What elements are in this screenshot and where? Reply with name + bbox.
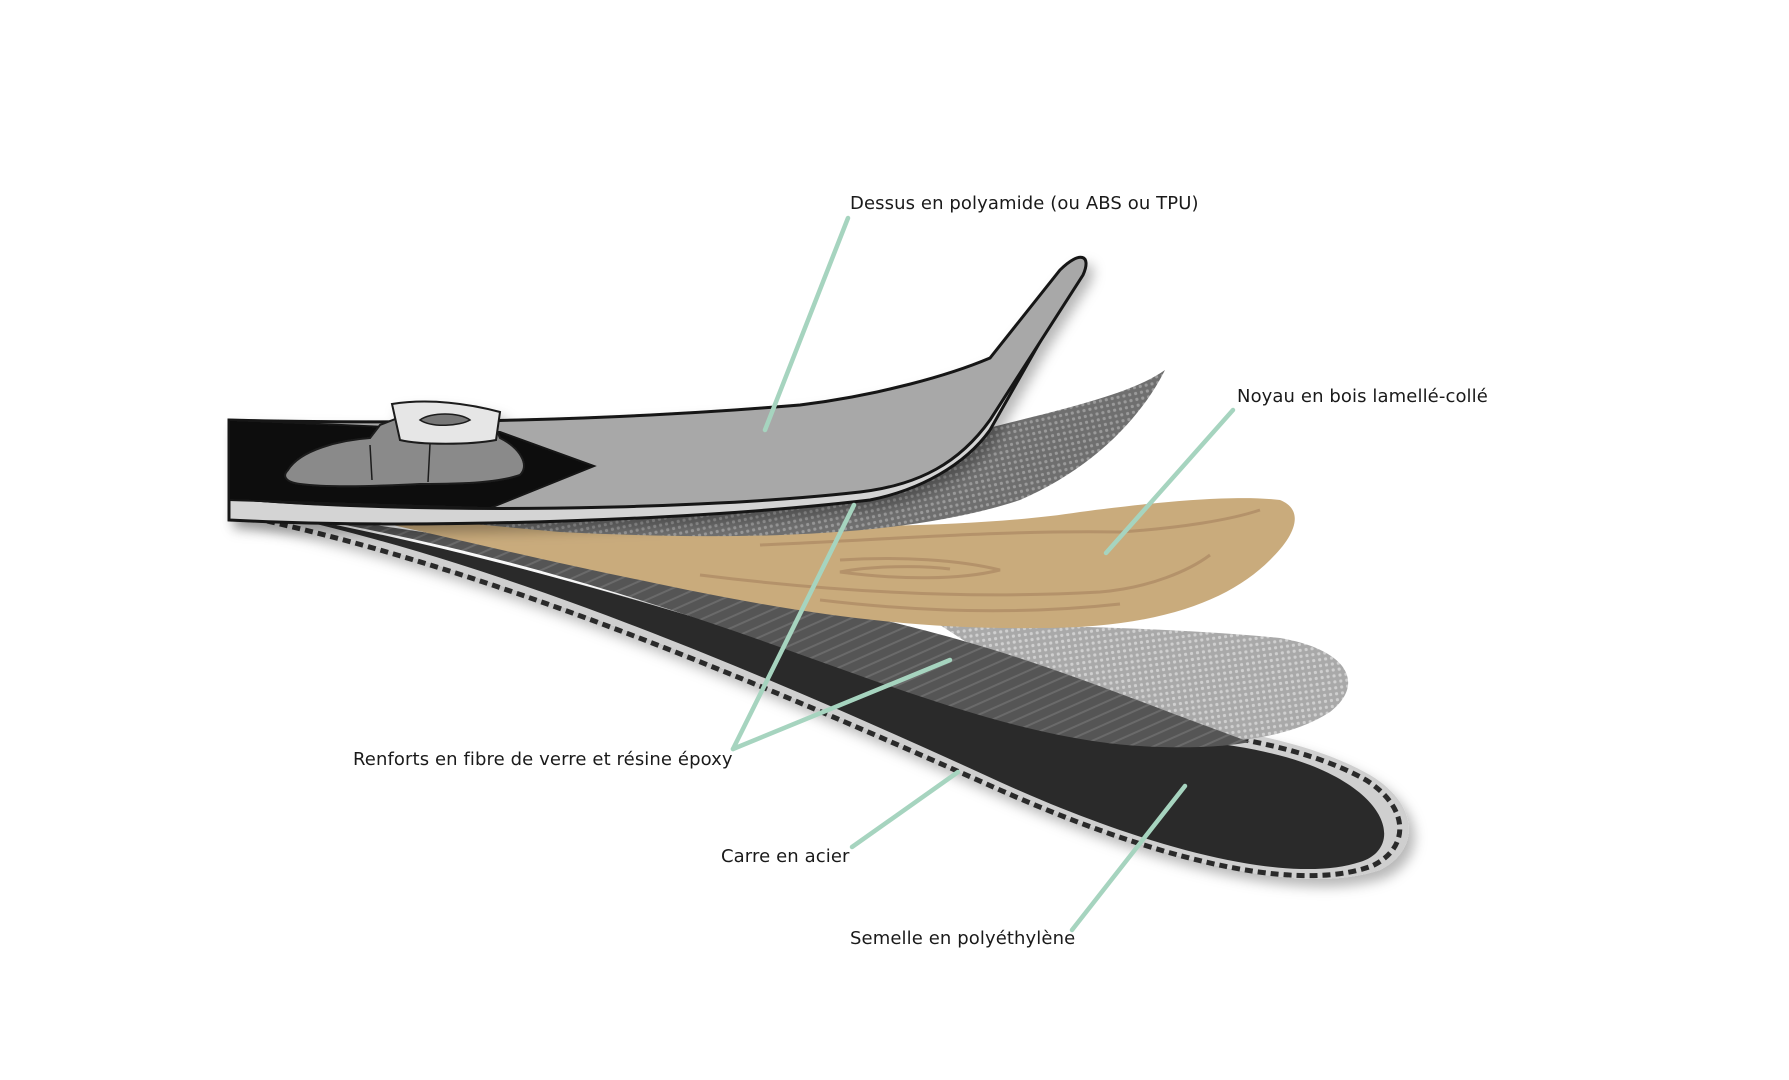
fiberglass-layer-upper — [430, 370, 1165, 537]
dark-mesh-sheet — [229, 506, 1250, 748]
light-mesh-sheet — [940, 625, 1349, 745]
top-sheet-layer — [227, 256, 1088, 526]
label-top-sheet: Dessus en polyamide (ou ABS ou TPU) — [850, 193, 1199, 214]
wood-grain — [759, 508, 1261, 547]
leader-line-top-sheet — [762, 215, 851, 433]
upper-mesh-sheet — [430, 370, 1165, 537]
steel-edge-dashes — [228, 510, 1403, 879]
label-wood-core: Noyau en bois lamellé-collé — [1237, 386, 1488, 407]
leader-line-edge — [849, 769, 961, 850]
leader-lines — [730, 215, 1236, 933]
wood-grain — [839, 556, 1001, 580]
leader-line-glass-a — [730, 502, 857, 752]
label-base-sole: Semelle en polyéthylène — [850, 928, 1076, 949]
leader-line-glass-b — [730, 657, 953, 752]
binding-icon — [284, 400, 525, 488]
wood-grain — [699, 553, 1211, 597]
wood-grain — [819, 598, 1121, 613]
base-sole — [229, 505, 1385, 870]
leader-line-base — [1069, 783, 1188, 933]
leader-line-core — [1103, 407, 1236, 556]
label-fiberglass-reinforcement: Renforts en fibre de verre et résine épo… — [353, 749, 733, 770]
fiberglass-layer-lower — [229, 506, 1349, 748]
base-layer — [228, 505, 1409, 879]
label-steel-edge: Carre en acier — [721, 846, 850, 867]
